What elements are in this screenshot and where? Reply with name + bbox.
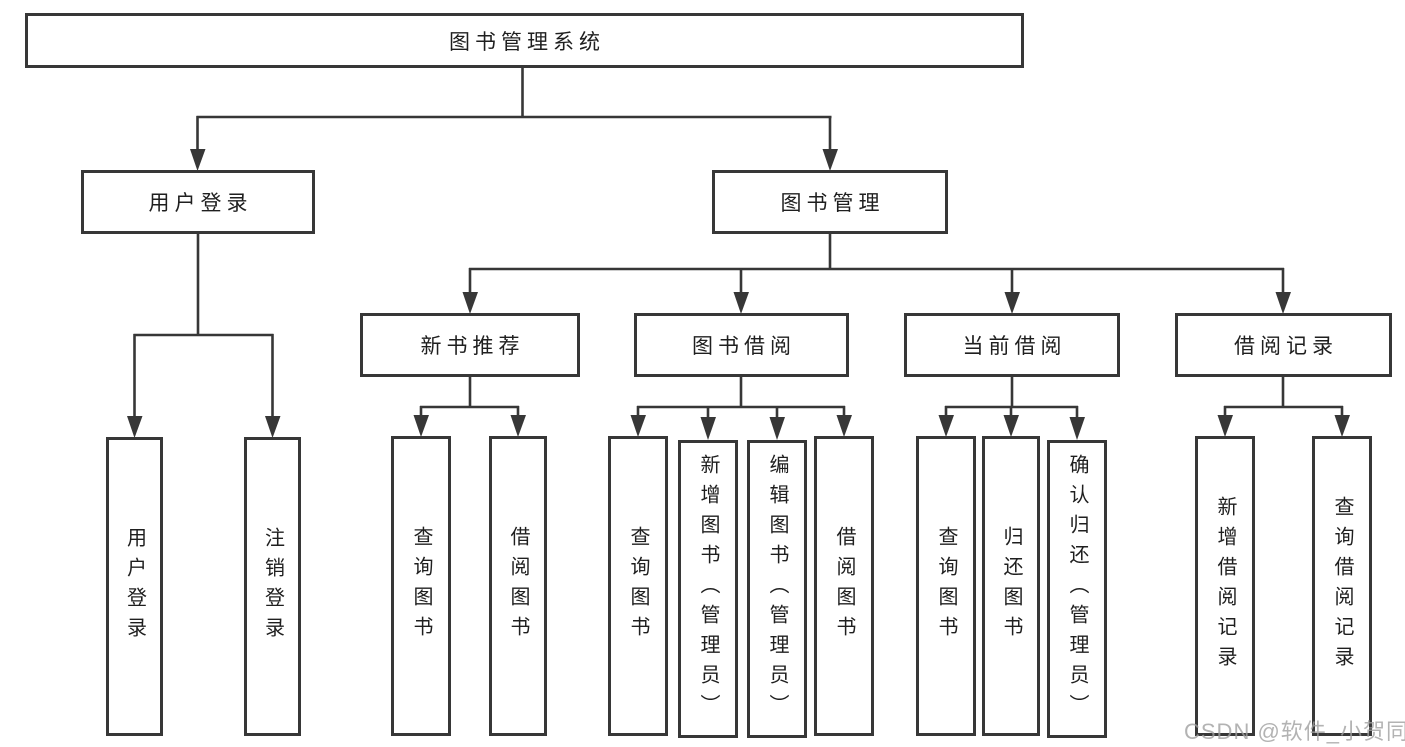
leaf-query-books-current: 查询图书 bbox=[916, 436, 976, 736]
arrow-down-icon bbox=[1069, 417, 1085, 440]
arrow-down-icon bbox=[1004, 292, 1020, 314]
node-label: 借阅记录 bbox=[1234, 335, 1338, 358]
node-library-management-system: 图书管理系统 bbox=[25, 13, 1024, 68]
arrow-down-icon bbox=[836, 415, 852, 437]
node-label: 确认归还（管理员） bbox=[1066, 454, 1088, 724]
arrow-down-icon bbox=[413, 415, 429, 437]
leaf-query-books-borrowing: 查询图书 bbox=[608, 436, 668, 736]
arrow-down-icon bbox=[733, 292, 749, 314]
arrow-down-icon bbox=[1217, 415, 1233, 437]
leaf-add-borrow-record: 新增借阅记录 bbox=[1195, 436, 1255, 736]
arrow-down-icon bbox=[265, 416, 281, 438]
leaf-borrow-books-recommend: 借阅图书 bbox=[489, 436, 547, 736]
node-label: 注销登录 bbox=[261, 526, 284, 647]
node-label: 查询图书 bbox=[935, 526, 957, 646]
leaf-edit-books-admin: 编辑图书（管理员） bbox=[747, 440, 807, 738]
node-borrowing-records: 借阅记录 bbox=[1175, 313, 1392, 377]
node-label: 图书管理系统 bbox=[449, 30, 605, 54]
node-label: 用户登录 bbox=[148, 192, 253, 215]
leaf-confirm-return-admin: 确认归还（管理员） bbox=[1047, 440, 1107, 738]
node-book-management: 图书管理 bbox=[712, 170, 948, 234]
node-user-login-branch: 用户登录 bbox=[81, 170, 315, 234]
node-current-borrowing: 当前借阅 bbox=[904, 313, 1120, 377]
arrow-down-icon bbox=[1003, 415, 1019, 437]
arrow-down-icon bbox=[462, 292, 478, 314]
arrow-down-icon bbox=[700, 417, 716, 440]
node-book-borrowing: 图书借阅 bbox=[634, 313, 849, 377]
arrow-down-icon bbox=[127, 416, 143, 438]
node-label: 新书推荐 bbox=[420, 335, 525, 358]
arrow-down-icon bbox=[630, 415, 646, 437]
leaf-return-books: 归还图书 bbox=[982, 436, 1040, 736]
node-label: 用户登录 bbox=[123, 526, 146, 647]
leaf-query-borrow-record: 查询借阅记录 bbox=[1312, 436, 1372, 736]
node-label: 新增图书（管理员） bbox=[697, 454, 719, 724]
node-label: 新增借阅记录 bbox=[1214, 496, 1236, 676]
node-label: 查询图书 bbox=[410, 526, 432, 646]
arrow-down-icon bbox=[190, 149, 206, 171]
node-new-book-recommend: 新书推荐 bbox=[360, 313, 580, 377]
arrow-down-icon bbox=[1275, 292, 1291, 314]
leaf-borrow-books-borrowing: 借阅图书 bbox=[814, 436, 874, 736]
arrow-down-icon bbox=[938, 415, 954, 437]
node-label: 归还图书 bbox=[1000, 526, 1022, 646]
node-label: 编辑图书（管理员） bbox=[766, 454, 788, 724]
node-label: 借阅图书 bbox=[833, 526, 855, 646]
node-label: 借阅图书 bbox=[507, 526, 529, 646]
leaf-user-login: 用户登录 bbox=[106, 437, 163, 736]
arrow-down-icon bbox=[769, 417, 785, 440]
node-label: 图书借阅 bbox=[692, 335, 796, 358]
arrow-down-icon bbox=[822, 149, 838, 171]
node-label: 图书管理 bbox=[780, 192, 885, 215]
node-label: 查询图书 bbox=[627, 526, 649, 646]
leaf-query-books-recommend: 查询图书 bbox=[391, 436, 451, 736]
leaf-logout-login: 注销登录 bbox=[244, 437, 301, 736]
node-label: 当前借阅 bbox=[962, 335, 1067, 358]
leaf-add-books-admin: 新增图书（管理员） bbox=[678, 440, 738, 738]
csdn-watermark: CSDN @软件_小贺同学 bbox=[1184, 719, 1405, 744]
node-label: 查询借阅记录 bbox=[1331, 496, 1353, 676]
arrow-down-icon bbox=[1334, 415, 1350, 437]
arrow-down-icon bbox=[510, 415, 526, 437]
